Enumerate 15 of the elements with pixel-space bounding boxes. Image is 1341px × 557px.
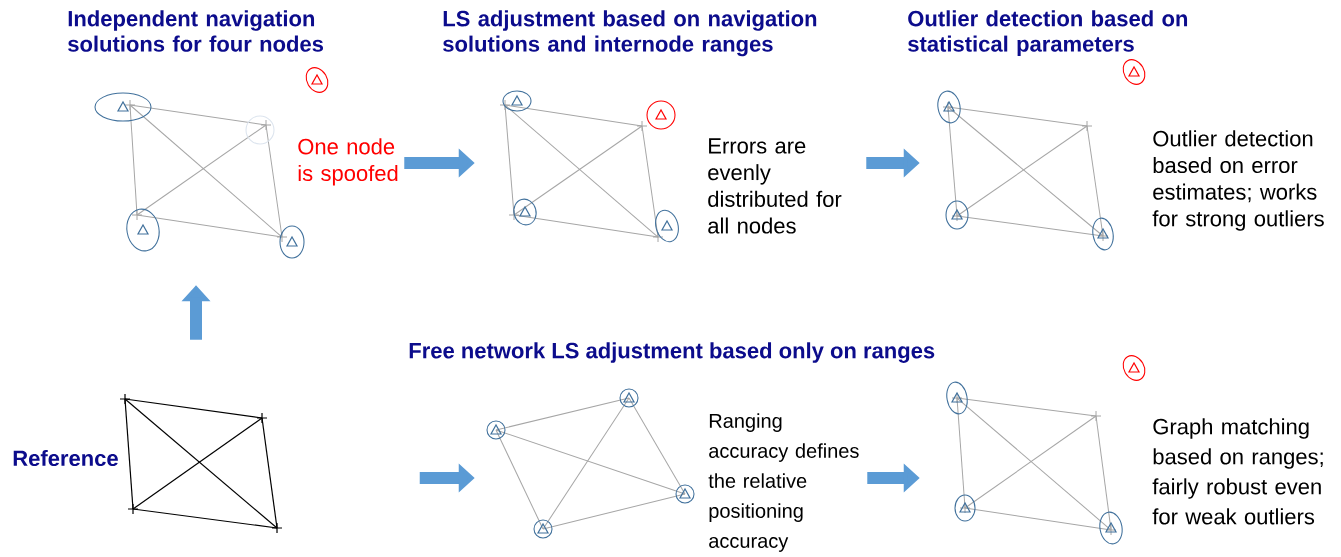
panel-heading: Reference [13, 449, 118, 467]
description: Ranging accuracy defines the relative positioning accuracy [708, 413, 859, 552]
description: One node is spoofed [298, 138, 398, 186]
description: Graph matching based on ranges; fairly robust even for weak outliers [1152, 418, 1323, 525]
network-drawing [937, 59, 1146, 251]
panel-heading: Independent navigation solutions for four nodes [68, 10, 323, 52]
panel-heading: LS adjustment based on navigation solutions and internode ranges [443, 10, 817, 57]
description: Outlier detection based on error estimates; works for strong outliers [1152, 130, 1324, 231]
network-drawing [486, 388, 695, 539]
network-drawing [499, 90, 679, 243]
network-drawing [119, 393, 283, 534]
network-drawing [946, 355, 1146, 545]
panel-heading: Outlier detection based on statistical parameters [908, 10, 1188, 57]
description: Errors are evenly distributed for all nodes [708, 138, 842, 234]
section-heading: Free network LS adjustment based only on ranges [409, 342, 935, 363]
